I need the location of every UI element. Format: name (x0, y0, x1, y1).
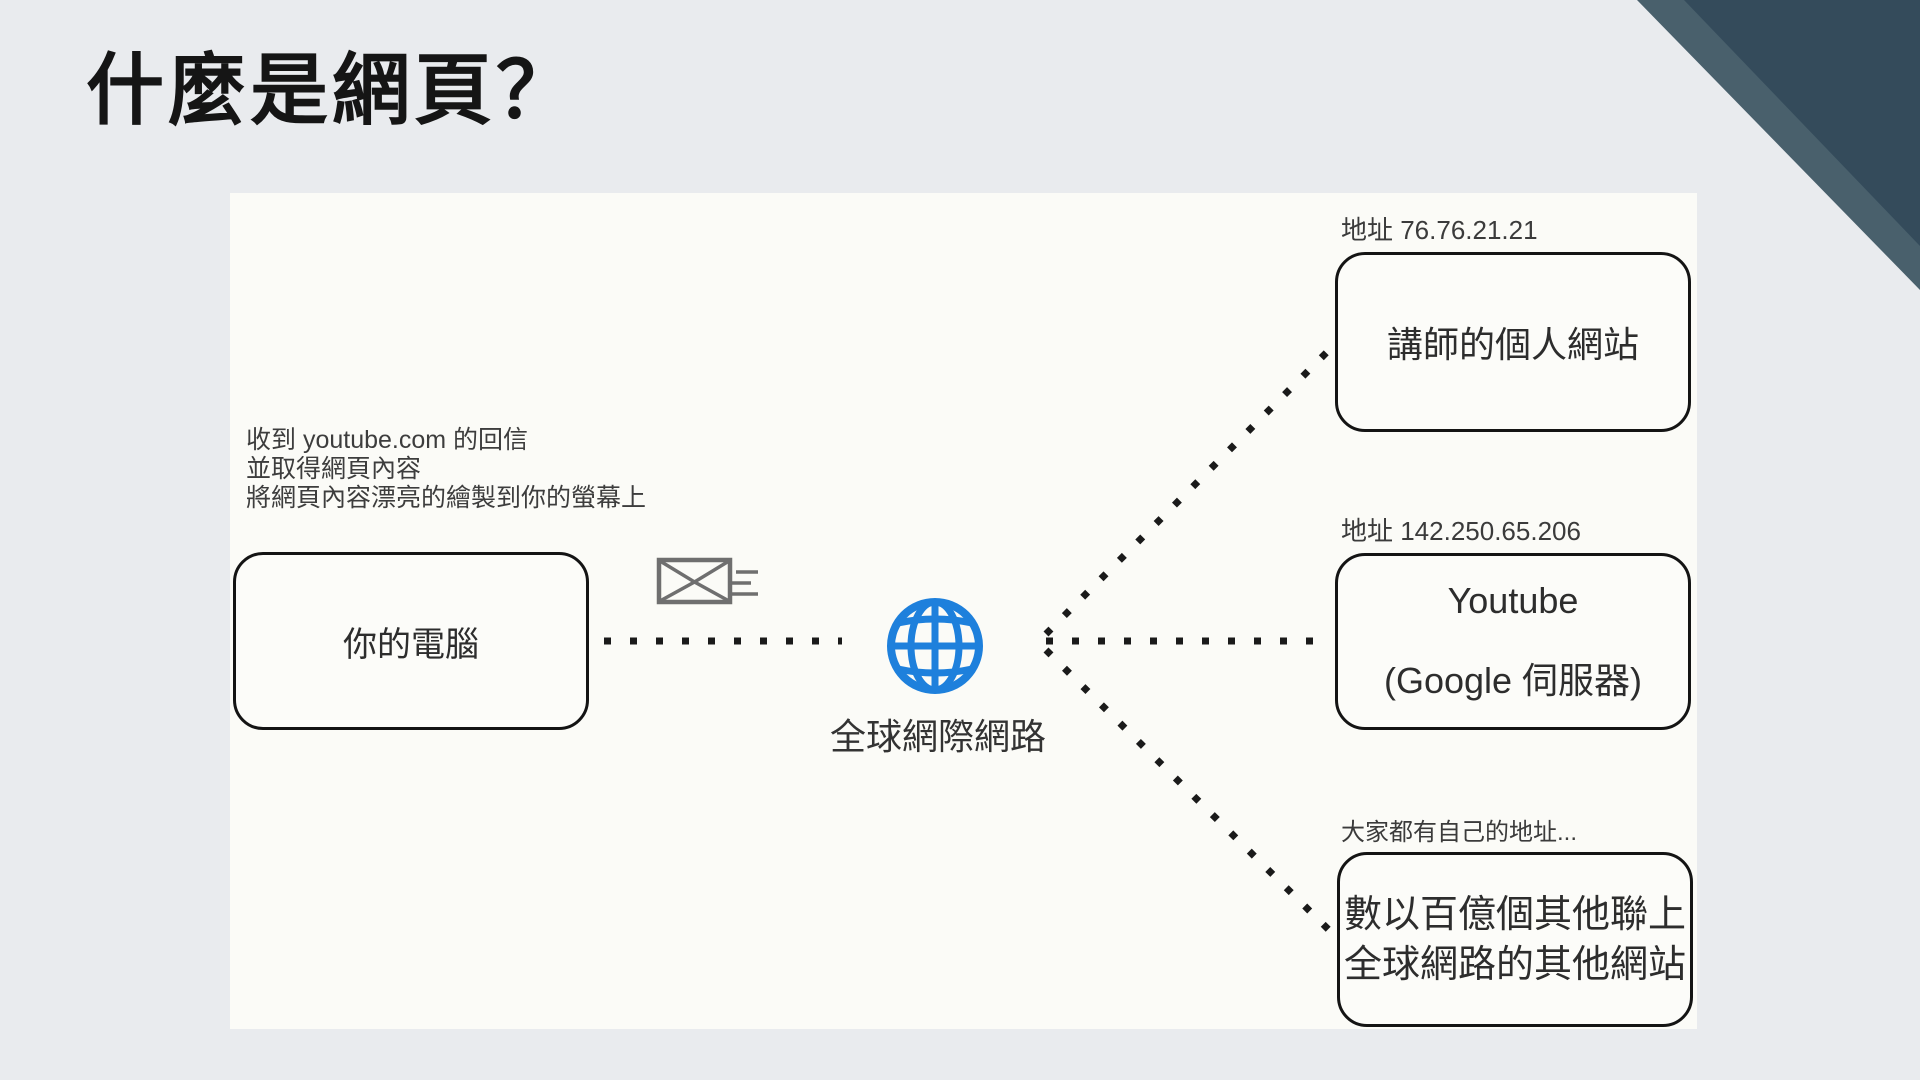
note-line-2: 並取得網頁內容 (246, 455, 422, 483)
site2-address-label: 地址 142.250.65.206 (1341, 516, 1581, 546)
mail-sent-icon (656, 557, 758, 605)
site2-name-line1: Youtube (1447, 579, 1579, 621)
slide-title: 什麼是網頁？ (86, 46, 579, 134)
site2-box: Youtube (Google 伺服器) (1335, 553, 1691, 730)
note-line-3: 將網頁內容漂亮的繪製到你的螢幕上 (246, 484, 647, 512)
internet-label: 全球網際網路 (829, 716, 1046, 757)
site3-box: 數以百億個其他聯上 全球網路的其他網站 (1337, 852, 1693, 1027)
site3-name-line1: 數以百億個其他聯上 (1343, 893, 1686, 936)
site1-name: 講師的個人網站 (1386, 324, 1639, 365)
client-note-text: 收到 youtube.com 的回信 並取得網頁內容 將網頁內容漂亮的繪製到你的… (246, 426, 646, 513)
client-computer-label: 你的電腦 (343, 625, 479, 664)
globe-icon (887, 598, 983, 694)
site3-address-label: 大家都有自己的地址... (1341, 819, 1578, 846)
note-line-1: 收到 youtube.com 的回信 (246, 426, 529, 454)
site3-name-line2: 全球網路的其他網站 (1343, 943, 1686, 986)
site2-name-line2: (Google 伺服器) (1383, 659, 1643, 701)
client-computer-box: 你的電腦 (233, 552, 589, 730)
site1-box: 講師的個人網站 (1335, 252, 1691, 432)
site1-address-label: 地址 76.76.21.21 (1341, 215, 1538, 245)
